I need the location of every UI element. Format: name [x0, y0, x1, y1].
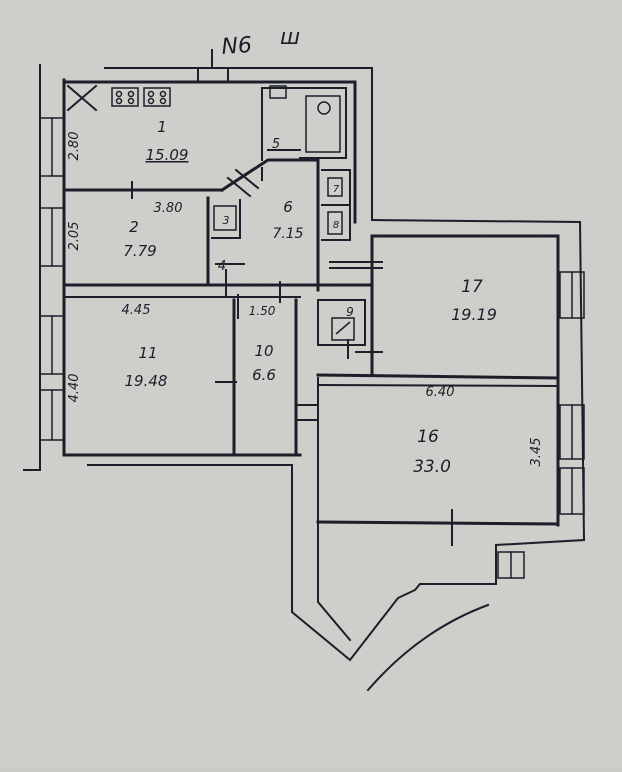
wall-1-6-diag: [219, 158, 320, 193]
dimension-labels: 2.80 2.05 3.80 4.45 1.50 4.40 6.40 3.45: [67, 132, 544, 467]
stove-icon: [111, 87, 139, 107]
room-17-area: 19.19: [451, 305, 497, 324]
toilet-icon: [327, 177, 343, 197]
room-1-area: 15.09: [146, 146, 189, 164]
room-16-number: 16: [417, 427, 439, 447]
windows-right: [497, 271, 585, 579]
stove-icon-2: [143, 87, 171, 107]
sink-icon: [269, 85, 287, 99]
fixture-3-icon: [213, 205, 237, 231]
corridor-outline: [291, 464, 497, 662]
room16-bottom: [316, 520, 560, 526]
dim-room11-width: 4.45: [122, 303, 151, 318]
dim-room16-width: 6.40: [426, 385, 455, 400]
fixtures: [111, 85, 355, 341]
room-4-number: 4: [218, 259, 226, 274]
outer-wall-right-upper: [370, 218, 586, 547]
room-10-area: 6.6: [252, 366, 276, 384]
wall-16-17-outer: [316, 383, 560, 388]
walls: [23, 49, 586, 692]
room-6-number: 6: [283, 198, 293, 216]
corridor-inner: [317, 377, 352, 642]
balcony-arc: [366, 603, 490, 692]
plan-title: N6: [221, 33, 253, 60]
windows-left: [39, 117, 65, 441]
room-11-area: 19.48: [125, 372, 168, 390]
wall-5-box: [261, 87, 347, 161]
wall-9: [317, 299, 366, 346]
wall-16-17: [316, 373, 560, 380]
room-17-number: 17: [461, 277, 483, 297]
outer-wall-top-inner: [64, 80, 357, 224]
bathtub-icon: [305, 95, 341, 153]
basin-icon: [327, 211, 343, 235]
wall-3-4: [211, 199, 241, 239]
room-8-number: 8: [333, 220, 339, 231]
plan-title-mark: ш: [280, 25, 300, 50]
room-16-area: 33.0: [413, 457, 451, 477]
dim-room16-depth: 3.45: [529, 438, 544, 467]
wall-7-8: [321, 169, 351, 241]
room-labels: 1 15.09 2 7.79 3 4 5 6 7.15 7 8 9 10 6.6…: [123, 118, 497, 477]
room-1-number: 1: [157, 118, 167, 136]
dim-room1-depth: 2.80: [67, 132, 82, 161]
kitchen-vent-cross: [66, 84, 98, 112]
outer-wall-right-inner: [370, 234, 560, 527]
room-7-number: 7: [333, 184, 340, 195]
room-2-number: 2: [129, 218, 139, 236]
door-ticks: [131, 149, 383, 421]
dim-room11-depth: 4.40: [67, 374, 82, 403]
outer-wall-top: [104, 67, 373, 221]
room-11-number: 11: [138, 344, 157, 362]
fixture-9-icon: [331, 317, 355, 341]
top-vent: [197, 49, 229, 83]
room-3-number: 3: [223, 214, 230, 227]
dim-room10-width: 1.50: [249, 304, 276, 318]
dim-room2-depth: 2.05: [67, 222, 82, 251]
room-9-number: 9: [346, 305, 354, 319]
door-6-diag: [226, 168, 260, 198]
dim-room2-width: 3.80: [154, 201, 183, 216]
room-10-number: 10: [254, 342, 273, 360]
room-5-number: 5: [272, 137, 280, 152]
room-6-area: 7.15: [272, 226, 303, 242]
room-2-area: 7.79: [123, 242, 156, 260]
